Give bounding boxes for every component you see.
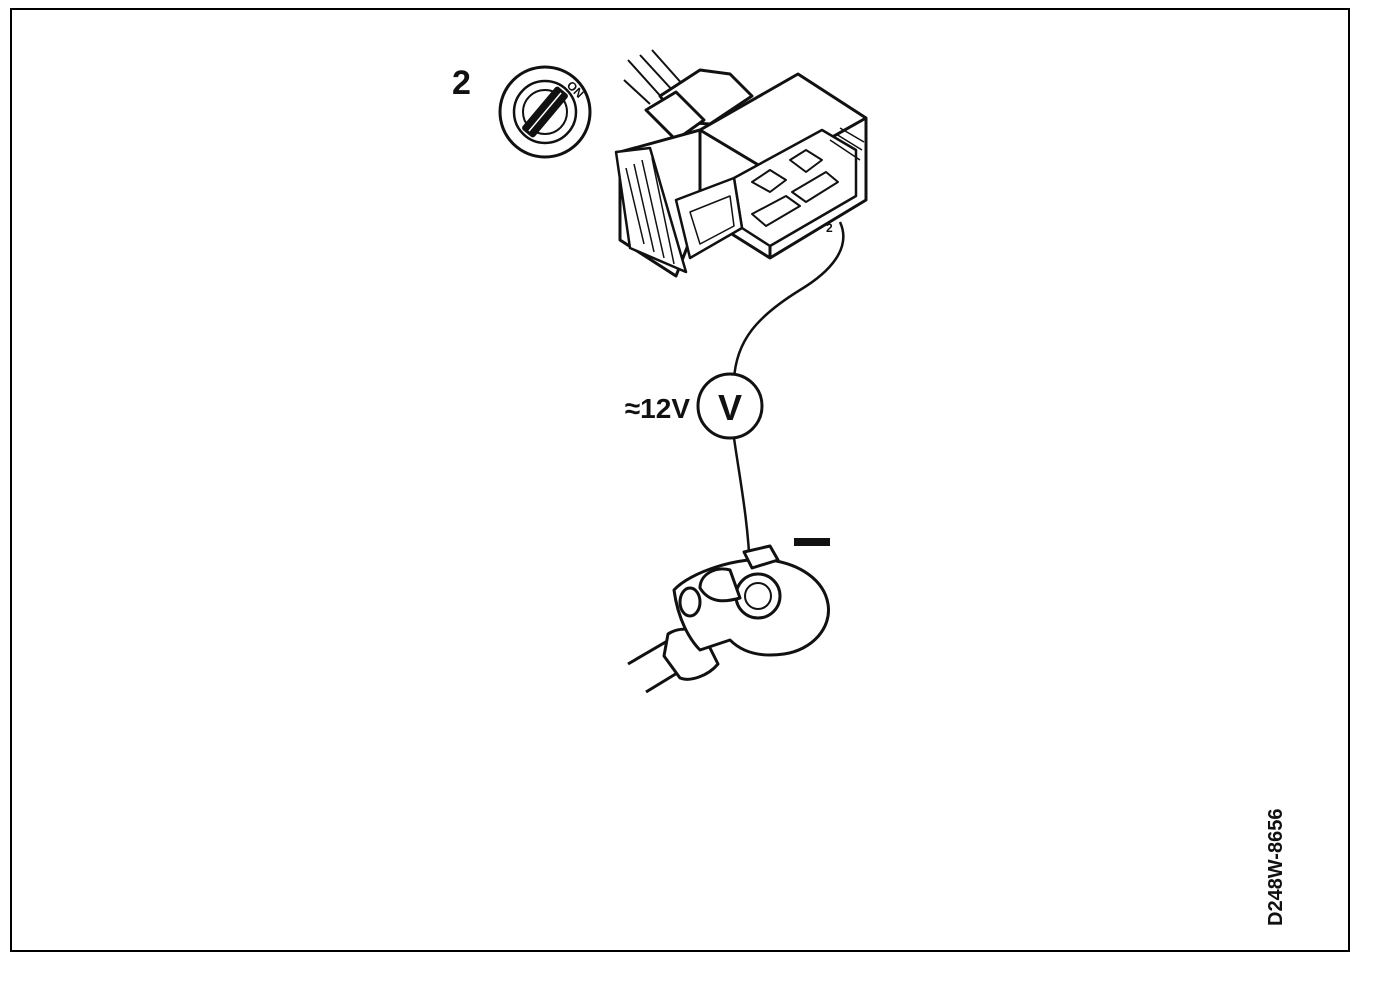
negative-sign: [794, 538, 830, 546]
figure-code: D248W-8656: [1265, 809, 1287, 926]
electrical-connector-icon: 2: [614, 49, 868, 278]
connector-pin-label: 2: [826, 221, 833, 235]
voltage-reading: ≈12V: [625, 393, 691, 424]
step-number: 2: [452, 64, 471, 102]
test-lead-positive: [732, 221, 845, 381]
ignition-key-icon: ON: [498, 65, 592, 159]
voltmeter-symbol: V: [718, 387, 742, 428]
ground-terminal-icon: [627, 544, 830, 694]
voltmeter-icon: V: [696, 372, 764, 440]
